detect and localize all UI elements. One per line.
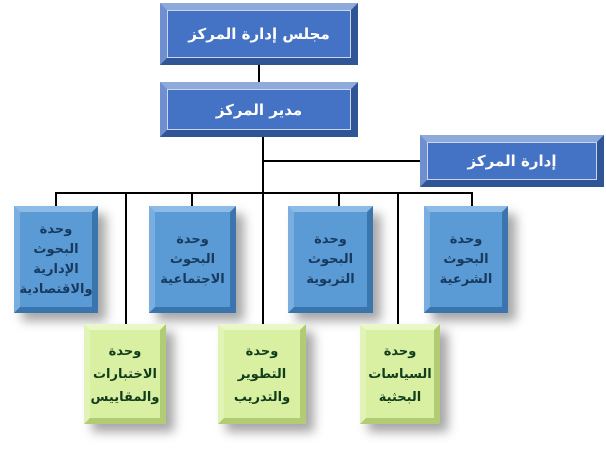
unit-tests-measures: وحدة الاختبارات والمقاييس xyxy=(84,324,166,424)
connector xyxy=(262,160,420,162)
board-label: مجلس إدارة المركز xyxy=(188,25,330,43)
board-box: مجلس إدارة المركز xyxy=(160,3,358,65)
unit-label: وحدة البحوث الإدارية والاقتصادية xyxy=(19,221,93,297)
connector xyxy=(262,137,264,193)
connector xyxy=(471,192,473,206)
unit-sharia-research: وحدة البحوث الشرعية xyxy=(424,206,508,313)
connector xyxy=(397,192,399,324)
connector xyxy=(125,192,127,324)
unit-educational-research: وحدة البحوث التربوية xyxy=(288,206,373,313)
connector xyxy=(55,192,473,194)
unit-label: وحدة البحوث الشرعية xyxy=(439,231,493,287)
connector xyxy=(191,192,193,206)
unit-admin-economic-research: وحدة البحوث الإدارية والاقتصادية xyxy=(14,206,98,313)
connector xyxy=(262,192,264,324)
director-box: مدير المركز xyxy=(160,82,358,137)
unit-label: وحدة الاختبارات والمقاييس xyxy=(90,343,160,405)
unit-social-research: وحدة البحوث الاجتماعية xyxy=(149,206,236,313)
unit-label: وحدة التطوير والتدريب xyxy=(233,343,291,405)
unit-label: وحدة البحوث التربوية xyxy=(306,231,355,287)
unit-research-policies: وحدة السياسات البحثية xyxy=(360,324,440,424)
unit-label: وحدة البحوث الاجتماعية xyxy=(160,231,225,287)
connector xyxy=(55,192,57,206)
director-label: مدير المركز xyxy=(215,100,303,119)
administration-box: إدارة المركز xyxy=(420,135,604,187)
unit-development-training: وحدة التطوير والتدريب xyxy=(218,324,306,424)
connector xyxy=(338,192,340,206)
unit-label: وحدة السياسات البحثية xyxy=(368,343,432,405)
connector xyxy=(258,65,260,82)
administration-label: إدارة المركز xyxy=(467,152,557,170)
